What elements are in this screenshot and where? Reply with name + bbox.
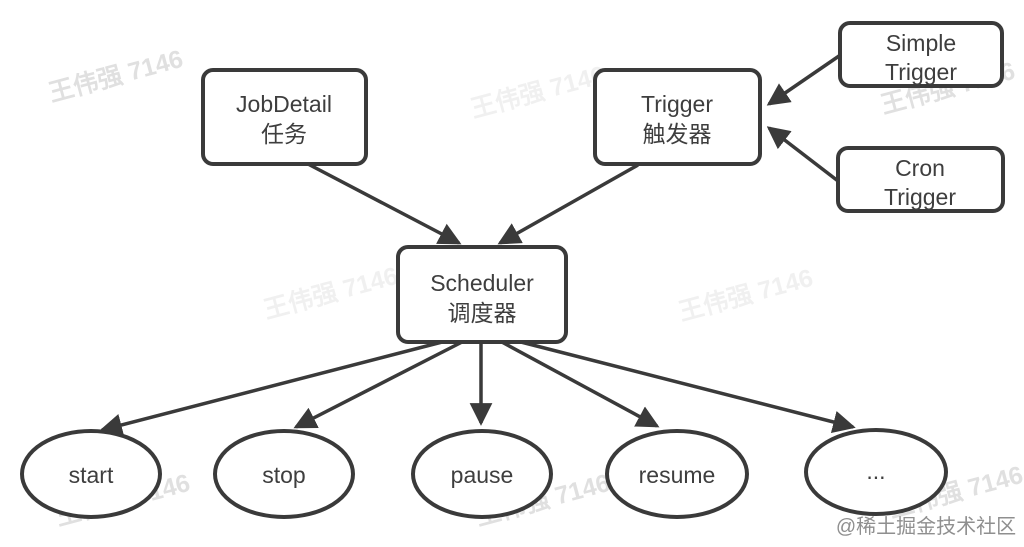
operation-start-label: start xyxy=(69,462,114,488)
node-scheduler-label-en: Scheduler xyxy=(430,270,534,296)
operation-pause-ellipse xyxy=(411,429,553,519)
node-simple-trigger: Simple Trigger xyxy=(838,21,1004,88)
watermark-text: 王伟强 7146 xyxy=(46,45,186,108)
node-scheduler-label-zh: 调度器 xyxy=(448,300,517,326)
operation-more: ... xyxy=(804,428,948,516)
watermark-text: 王伟强 7146 xyxy=(676,264,816,327)
node-jobdetail-label-en: JobDetail xyxy=(236,91,332,117)
edges-layer xyxy=(99,54,856,437)
node-cron-trigger-label-line1: Cron xyxy=(895,155,945,181)
edge-cron-trigger-to-trigger xyxy=(766,126,840,183)
node-scheduler-box xyxy=(396,245,568,344)
operation-start-ellipse xyxy=(20,429,162,519)
node-jobdetail-box xyxy=(201,68,368,166)
operation-stop-ellipse xyxy=(213,429,355,519)
operation-resume-ellipse xyxy=(605,429,749,519)
node-trigger-label-en: Trigger xyxy=(641,91,713,117)
node-cron-trigger-label-line2: Trigger xyxy=(884,184,956,210)
operation-pause: pause xyxy=(411,429,553,519)
watermark-text: 王伟强 7146 xyxy=(261,262,401,325)
node-cron-trigger: Cron Trigger xyxy=(836,146,1005,213)
node-scheduler: Scheduler 调度器 xyxy=(396,245,568,344)
edge-scheduler-to-more xyxy=(516,339,856,434)
edge-scheduler-to-resume xyxy=(499,339,660,428)
edge-jobdetail-to-scheduler xyxy=(307,162,462,245)
node-jobdetail: JobDetail 任务 xyxy=(201,68,368,166)
operation-start: start xyxy=(20,429,162,519)
operation-resume-label: resume xyxy=(639,462,716,488)
node-cron-trigger-box xyxy=(836,146,1005,213)
community-credit: @稀土掘金技术社区 xyxy=(836,515,1016,538)
node-trigger-label-zh: 触发器 xyxy=(643,121,712,147)
edge-simple-trigger-to-trigger xyxy=(766,54,840,106)
operation-pause-label: pause xyxy=(451,462,514,488)
edge-scheduler-to-start xyxy=(99,339,447,437)
node-trigger-box xyxy=(593,68,762,166)
operation-more-ellipse xyxy=(804,428,948,516)
node-simple-trigger-box xyxy=(838,21,1004,88)
edge-scheduler-to-stop xyxy=(293,339,465,429)
node-simple-trigger-label-line2: Trigger xyxy=(885,59,957,85)
operation-stop: stop xyxy=(213,429,355,519)
watermark-text: 王伟强 7146 xyxy=(468,61,608,124)
node-trigger: Trigger 触发器 xyxy=(593,68,762,166)
node-jobdetail-label-zh: 任务 xyxy=(261,121,307,147)
operation-more-label: ... xyxy=(866,458,885,484)
operation-resume: resume xyxy=(605,429,749,519)
edge-trigger-to-scheduler xyxy=(497,163,639,245)
node-simple-trigger-label-line1: Simple xyxy=(886,30,956,56)
operation-stop-label: stop xyxy=(262,462,305,488)
